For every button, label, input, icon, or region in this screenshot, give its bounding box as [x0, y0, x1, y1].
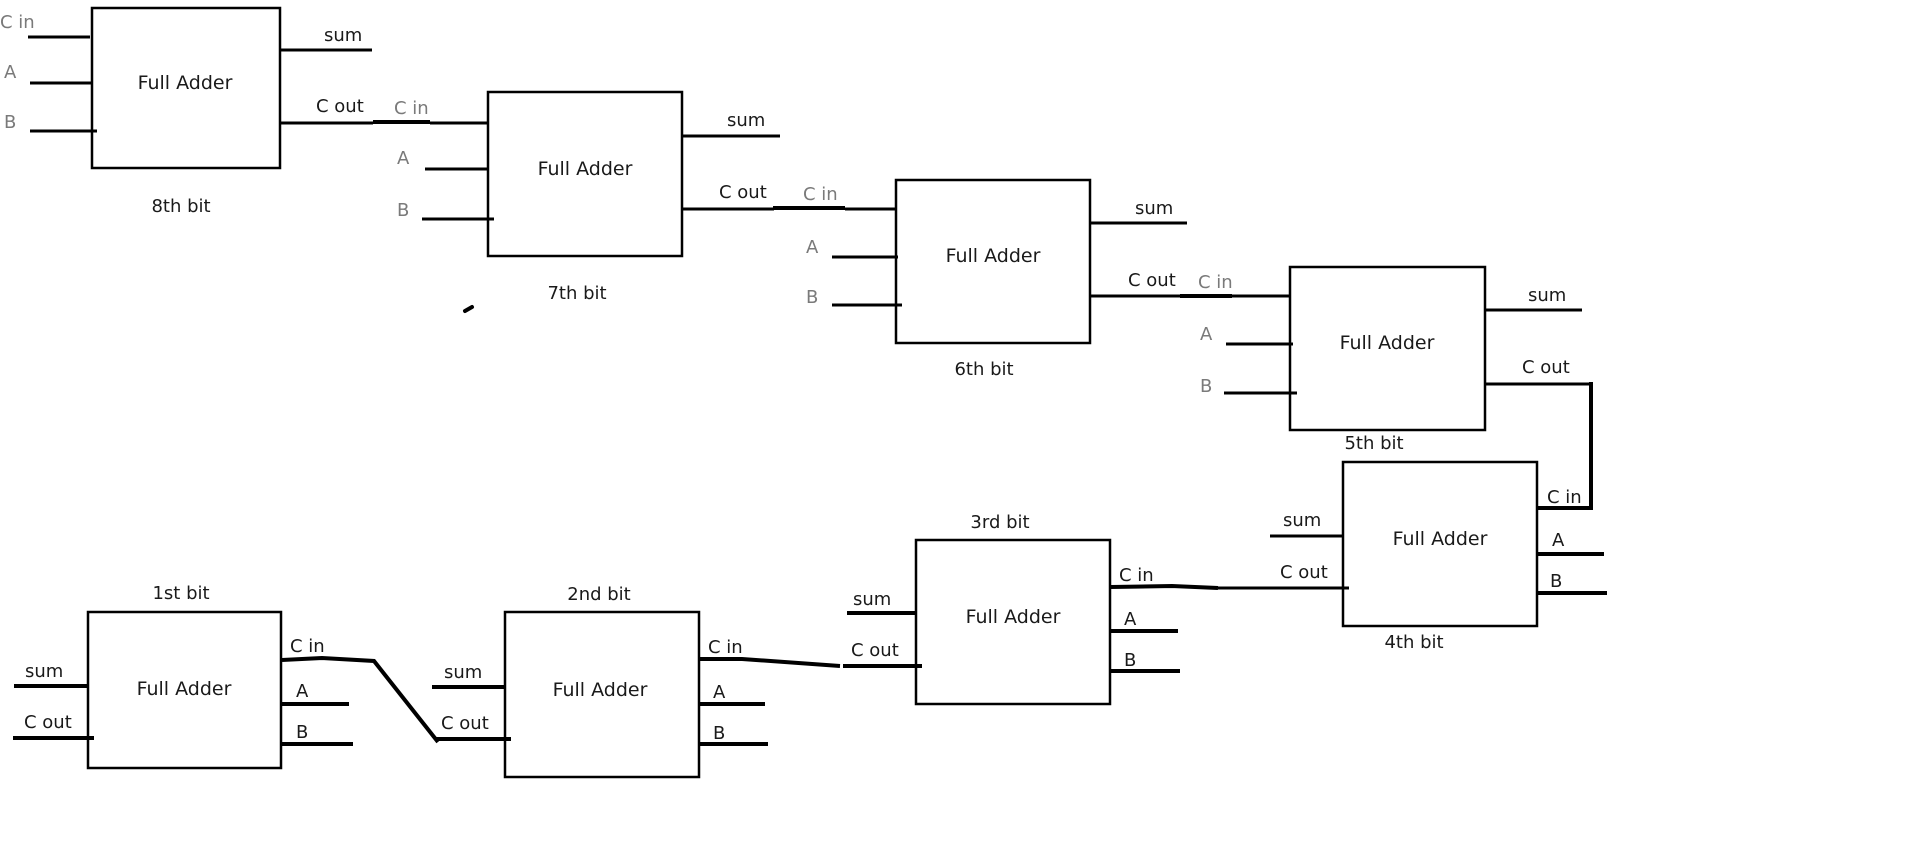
- cin-label: C in: [0, 12, 35, 33]
- cin-wire: [281, 655, 440, 744]
- cout-label: C out: [1522, 357, 1570, 378]
- b-label: B: [1550, 571, 1562, 592]
- adder-box: [486, 90, 684, 258]
- sum-label: sum: [444, 662, 482, 683]
- sum-label: sum: [1528, 285, 1566, 306]
- box-title: Full Adder: [137, 678, 232, 700]
- adder-box: [503, 610, 701, 779]
- adder-box: [86, 610, 283, 770]
- bit-caption: 1st bit: [152, 583, 209, 604]
- bit-caption: 5th bit: [1344, 433, 1403, 454]
- full-adder-1st-bit: Full Adder 1st bit C in A B sum C out: [13, 583, 440, 770]
- adder-box: [90, 6, 282, 170]
- cout-label: C out: [1128, 270, 1176, 291]
- sum-label: sum: [1135, 198, 1173, 219]
- box-title: Full Adder: [946, 245, 1041, 267]
- b-label: B: [806, 287, 818, 308]
- box-title: Full Adder: [1393, 528, 1488, 550]
- cout-label: C out: [719, 182, 767, 203]
- adder-box: [1341, 460, 1539, 628]
- bit-caption: 8th bit: [151, 196, 210, 217]
- sum-label: sum: [853, 589, 891, 610]
- a-label: A: [806, 237, 819, 258]
- cout-label: C out: [316, 96, 364, 117]
- cin-label: C in: [1119, 565, 1154, 586]
- b-label: B: [296, 722, 308, 743]
- full-adder-3rd-bit: Full Adder 3rd bit C in A B sum C out: [843, 512, 1219, 706]
- cin-label: C in: [803, 184, 838, 205]
- b-label: B: [1124, 650, 1136, 671]
- box-title: Full Adder: [553, 679, 648, 701]
- cout-label: C out: [24, 712, 72, 733]
- a-label: A: [713, 682, 726, 703]
- a-label: A: [1124, 609, 1137, 630]
- adder-box: [1288, 265, 1487, 432]
- cin-label: C in: [394, 98, 429, 119]
- sum-label: sum: [324, 25, 362, 46]
- bit-caption: 6th bit: [954, 359, 1013, 380]
- b-label: B: [397, 200, 409, 221]
- a-label: A: [4, 62, 17, 83]
- a-label: A: [397, 148, 410, 169]
- bit-caption: 4th bit: [1384, 632, 1443, 653]
- cin-label: C in: [1547, 487, 1582, 508]
- stray-mark: [463, 305, 474, 313]
- cin-label: C in: [1198, 272, 1233, 293]
- sum-label: sum: [1283, 510, 1321, 531]
- a-label: A: [296, 681, 309, 702]
- sum-label: sum: [25, 661, 63, 682]
- full-adder-8th-bit: Full Adder 8th bit C in A B sum C out: [0, 6, 373, 217]
- cin-wire: [700, 657, 841, 668]
- a-label: A: [1200, 324, 1213, 345]
- box-title: Full Adder: [138, 72, 233, 94]
- full-adder-6th-bit: Full Adder 6th bit C in A B sum C out: [773, 178, 1187, 380]
- full-adder-2nd-bit: Full Adder 2nd bit C in A B sum C out: [432, 584, 841, 779]
- full-adder-7th-bit: Full Adder 7th bit C in A B sum C out: [373, 90, 780, 304]
- cin-label: C in: [708, 637, 743, 658]
- adder-box: [914, 538, 1112, 706]
- cin-wire: [1110, 583, 1219, 590]
- a-label: A: [1552, 530, 1565, 551]
- b-label: B: [713, 723, 725, 744]
- box-title: Full Adder: [538, 158, 633, 180]
- bit-caption: 3rd bit: [970, 512, 1029, 533]
- adder-box: [894, 178, 1092, 345]
- cout-label: C out: [441, 713, 489, 734]
- cin-label: C in: [290, 636, 325, 657]
- sum-label: sum: [727, 110, 765, 131]
- b-label: B: [4, 112, 16, 133]
- full-adder-4th-bit: Full Adder 4th bit C in A B sum C out: [1218, 460, 1607, 653]
- box-title: Full Adder: [1340, 332, 1435, 354]
- cout-label: C out: [1280, 562, 1328, 583]
- cout-label: C out: [851, 640, 899, 661]
- bit-caption: 7th bit: [547, 283, 606, 304]
- full-adder-5th-bit: Full Adder 5th bit C in A B sum C out: [1180, 265, 1593, 508]
- bit-caption: 2nd bit: [567, 584, 631, 605]
- box-title: Full Adder: [966, 606, 1061, 628]
- b-label: B: [1200, 376, 1212, 397]
